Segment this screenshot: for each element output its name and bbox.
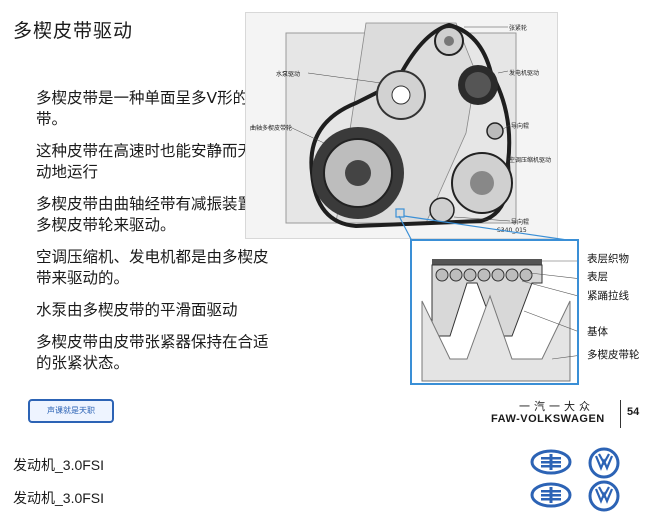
bullet-item: 水泵由多楔皮带的平滑面驱动 xyxy=(36,301,238,319)
engine-front-drawing xyxy=(285,22,517,229)
belt-cross-section-inset xyxy=(410,239,583,385)
bullet-item: 多楔皮带由皮带张紧器保持在合适的张紧状态。 xyxy=(36,333,269,372)
brand-english: FAW-VOLKSWAGEN xyxy=(491,413,605,425)
vw-logo-icon xyxy=(588,480,620,512)
page-number: 54 xyxy=(627,406,640,418)
brand-chinese: 一汽一大众 xyxy=(519,400,594,413)
vw-logo-icon xyxy=(588,447,620,479)
bullet-item: 空调压缩机、发电机都是由多楔皮带来驱动的。 xyxy=(36,248,269,287)
label-water-pump: 水泵驱动 xyxy=(276,71,301,78)
footer-text: 发动机_3.0FSI xyxy=(13,457,105,473)
bullet-item: 这种皮带在高速时也能安静而无振动地运行 xyxy=(36,142,269,181)
label-tensioner: 张紧轮 xyxy=(509,25,528,32)
bullet-item: 多楔皮带由曲轴经带有减振装置的多楔皮带轮来驱动。 xyxy=(36,195,269,234)
inset-label-cord: 紧踊拉线 xyxy=(587,290,629,302)
slogan-badge: 声课就是天职 xyxy=(28,399,114,423)
figure-code: S340_015 xyxy=(497,227,527,234)
faw-logo-icon xyxy=(530,449,572,475)
label-ac-compressor: 空调压缩机驱动 xyxy=(509,157,552,164)
faw-logo-icon xyxy=(530,482,572,508)
slide-title: 多楔皮带驱动 xyxy=(13,20,134,42)
inset-label-fabric: 表层织物 xyxy=(587,253,629,265)
label-crank-pulley: 曲轴多楔皮带轮 xyxy=(250,125,293,132)
label-idler-top: 导向辊 xyxy=(511,123,530,130)
bullet-list: 多楔皮带是一种单面呈多V形的皮带。 这种皮带在高速时也能安静而无振动地运行 多楔… xyxy=(36,88,282,385)
label-alternator: 发电机驱动 xyxy=(509,70,540,77)
inset-label-belt: 多楔皮带轮 xyxy=(587,349,640,361)
inset-label-base: 基体 xyxy=(587,326,608,338)
cross-section-drawing xyxy=(421,259,583,382)
inset-label-surface: 表层 xyxy=(587,271,608,283)
bullet-item: 多楔皮带是一种单面呈多V形的皮带。 xyxy=(36,89,264,128)
label-idler-bottom: 导向辊 xyxy=(511,219,530,226)
footer-text: 发动机_3.0FSI xyxy=(13,490,105,506)
belt-drive-diagram: 张紧轮 水泵驱动 发电机驱动 曲轴多楔皮带轮 导向辊 空调压缩机驱动 导向辊 S… xyxy=(245,12,558,239)
brand-divider xyxy=(620,400,621,428)
